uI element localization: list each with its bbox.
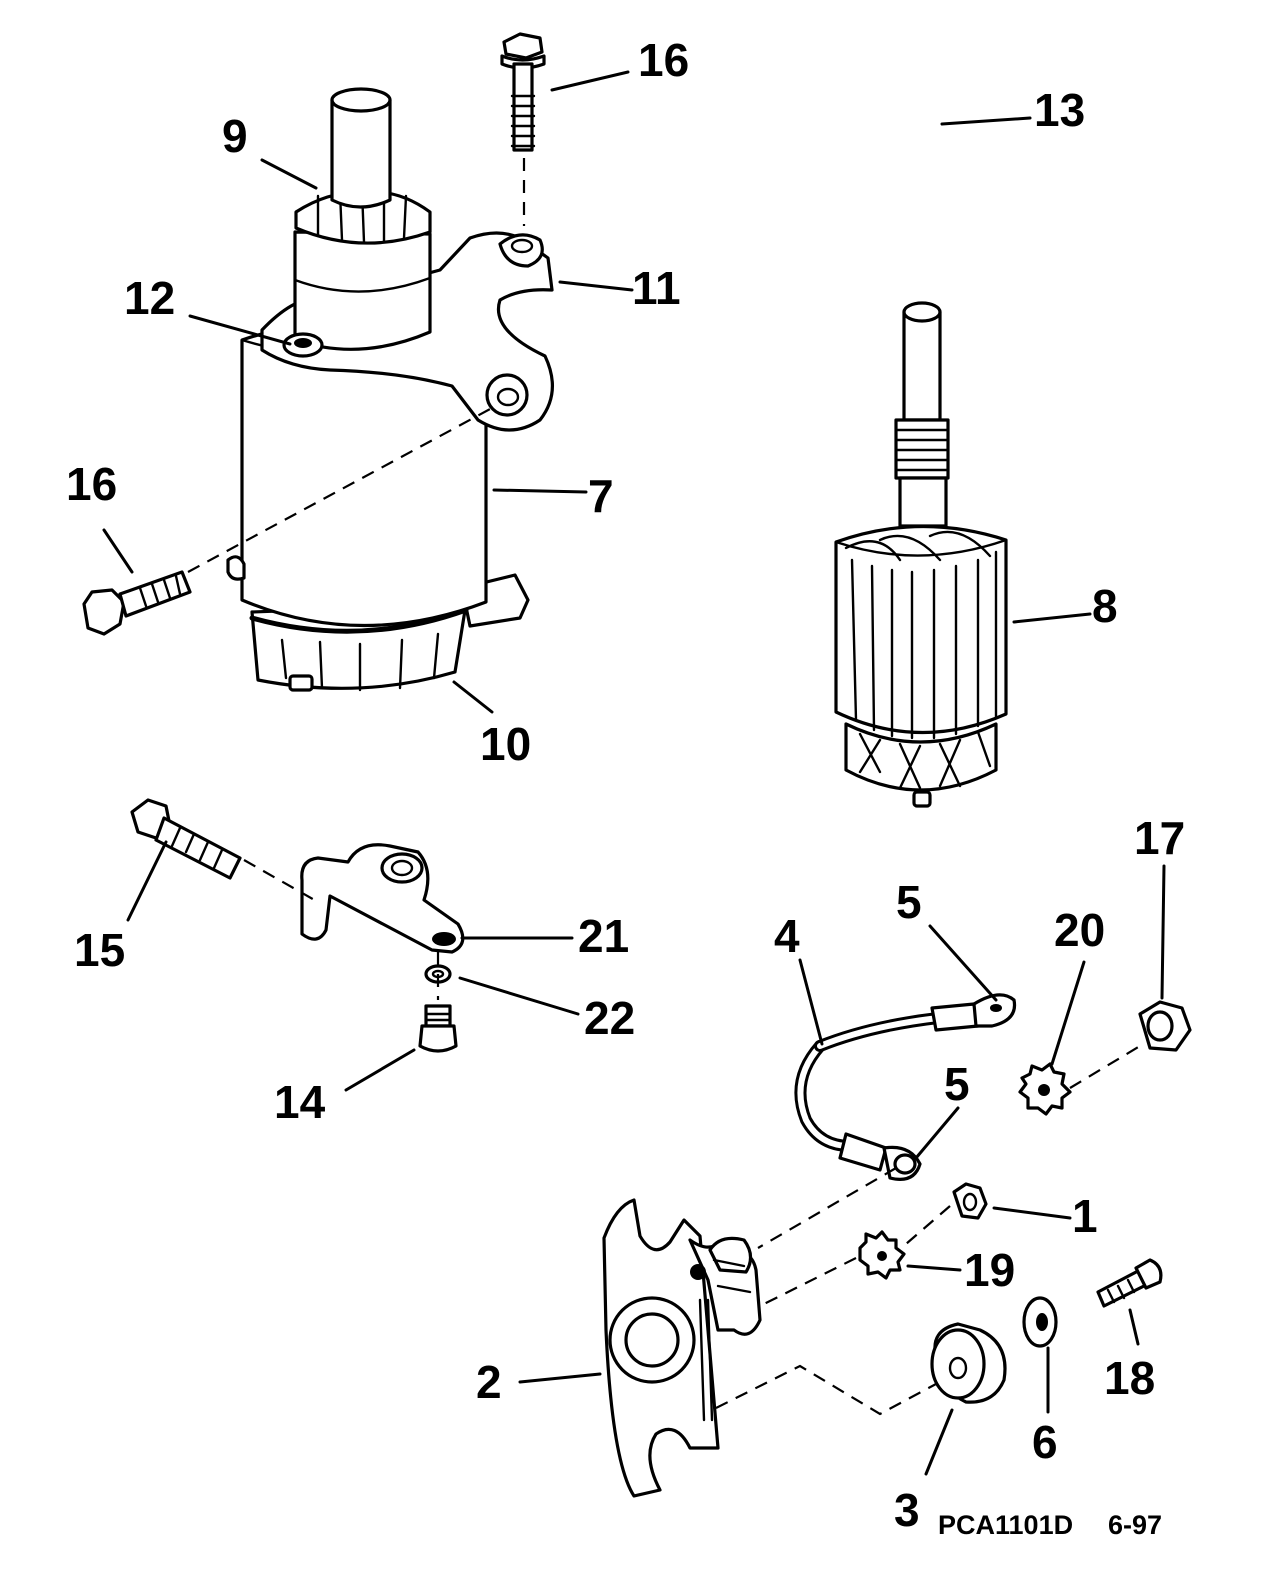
callout-19: 19 [964, 1244, 1015, 1296]
callout-8: 8 [1092, 580, 1118, 632]
callout-2: 2 [476, 1356, 502, 1408]
grommet-3 [930, 1322, 1007, 1404]
callout-14: 14 [274, 1076, 326, 1128]
callout-7: 7 [588, 470, 614, 522]
bracket-21 [300, 843, 465, 954]
callout-15: 15 [74, 924, 125, 976]
bolt-16-top [500, 32, 546, 152]
callout-22: 22 [584, 992, 635, 1044]
battery-cable [794, 993, 1017, 1181]
callout-1: 1 [1072, 1190, 1098, 1242]
leader-lines [102, 70, 1166, 1476]
lock-washer-19 [858, 1230, 906, 1280]
starter-motor-housing [226, 87, 555, 692]
lock-washer-20 [1018, 1062, 1072, 1116]
callout-5-bottom: 5 [944, 1058, 970, 1110]
nut-17 [1138, 1000, 1192, 1052]
callout-12: 12 [124, 272, 175, 324]
bolt-16-left [82, 570, 192, 636]
callout-10: 10 [480, 718, 531, 770]
armature [834, 301, 1008, 808]
callout-4: 4 [774, 910, 800, 962]
callout-21: 21 [578, 910, 629, 962]
screw-18 [1096, 1258, 1163, 1308]
callout-6: 6 [1032, 1416, 1058, 1468]
callout-16-left: 16 [66, 458, 117, 510]
solenoid-bracket [602, 1198, 762, 1498]
callout-11: 11 [632, 262, 681, 314]
callout-17: 17 [1134, 812, 1185, 864]
callouts: 16 13 9 11 12 16 7 8 10 17 5 4 20 21 15 … [66, 34, 1185, 1536]
callout-3: 3 [894, 1484, 920, 1536]
drawing-code: PCA1101D [938, 1510, 1073, 1540]
bolt-15 [130, 798, 242, 880]
drawing-date: 6-97 [1108, 1510, 1162, 1540]
screw-14 [418, 1004, 458, 1053]
nut-1 [952, 1182, 988, 1220]
callout-9: 9 [222, 110, 248, 162]
callout-5-top: 5 [896, 876, 922, 928]
callout-13: 13 [1034, 84, 1085, 136]
callout-16-top: 16 [638, 34, 689, 86]
callout-20: 20 [1054, 904, 1105, 956]
washer-6 [1022, 1296, 1058, 1348]
callout-18: 18 [1104, 1352, 1155, 1404]
assembly-lines [187, 158, 1141, 1416]
